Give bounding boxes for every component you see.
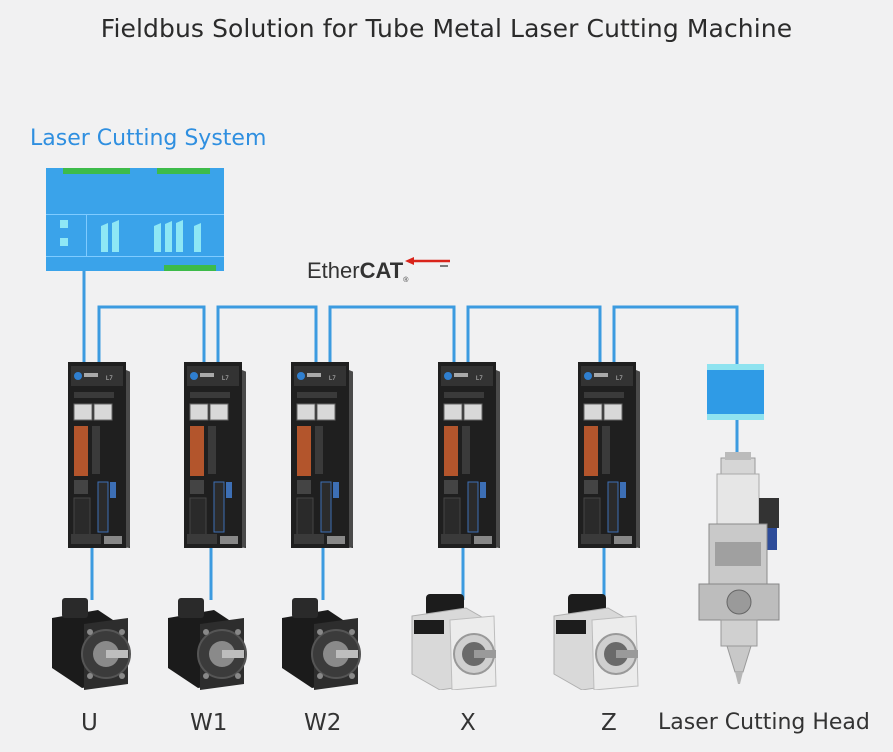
wire-w1-to-w2 [216,305,318,370]
servo-motor-z [553,593,639,690]
laser-cutting-controller [46,168,224,271]
servo-drive-w2 [291,362,353,548]
axis-label-w1: W1 [190,710,228,736]
laser-cutting-head-image [698,452,780,684]
servo-drive-z [578,362,640,548]
axis-label-w2: W2 [304,710,342,736]
servo-drive-u [68,362,130,548]
servo-motor-x [411,593,497,690]
servo-motor-w2 [281,597,361,690]
servo-drive-x [438,362,500,548]
controller-bottom-connector [164,265,216,271]
ethercat-logo: EtherCAT® [307,258,409,284]
axis-label-x: X [460,710,476,736]
controller-top-connector-2 [157,168,210,174]
servo-motor-u [51,597,131,690]
servo-motor-w1 [167,597,247,690]
axis-label-u: U [81,710,98,736]
ethercat-arrow-icon [405,257,450,267]
diagram-title: Fieldbus Solution for Tube Metal Laser C… [100,14,793,43]
wire-x-to-z [466,305,602,370]
wire-u-to-w1 [97,305,206,370]
laser-cutting-head-label: Laser Cutting Head [658,710,870,735]
axis-label-z: Z [601,710,617,736]
laser-head-interface-module [707,364,764,420]
wire-z-to-module [612,305,739,370]
wire-w2-to-x [328,305,456,370]
controller-indicator-icons [60,220,201,252]
laser-cutting-system-label: Laser Cutting System [30,126,267,151]
servo-drive-w1 [184,362,246,548]
controller-top-connector-1 [63,168,130,174]
